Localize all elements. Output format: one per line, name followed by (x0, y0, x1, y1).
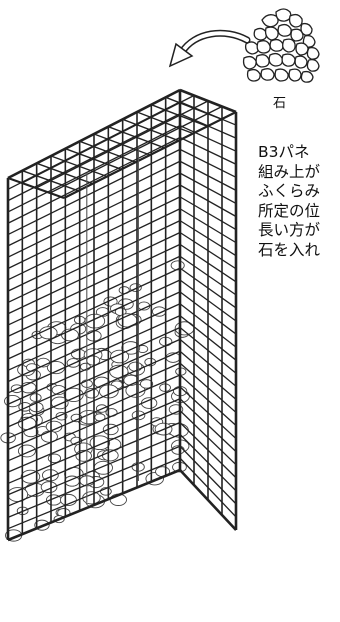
instruction-line: 組み上が (258, 162, 321, 181)
stone-label: 石 (273, 96, 287, 111)
instruction-line: B3パネ (258, 143, 310, 161)
instruction-line: ふくらみ (258, 182, 321, 200)
stone-pile-icon (242, 8, 320, 83)
curved-arrow-icon (168, 29, 251, 68)
instruction-line: 所定の位 (258, 201, 321, 220)
instruction-line: 長い方が (258, 221, 321, 239)
gabion-cage (0, 88, 238, 542)
instruction-line: 石を入れ (258, 240, 321, 259)
instruction-text: B3パネ 組み上が ふくらみ 所定の位 長い方が 石を入れ (258, 143, 340, 260)
